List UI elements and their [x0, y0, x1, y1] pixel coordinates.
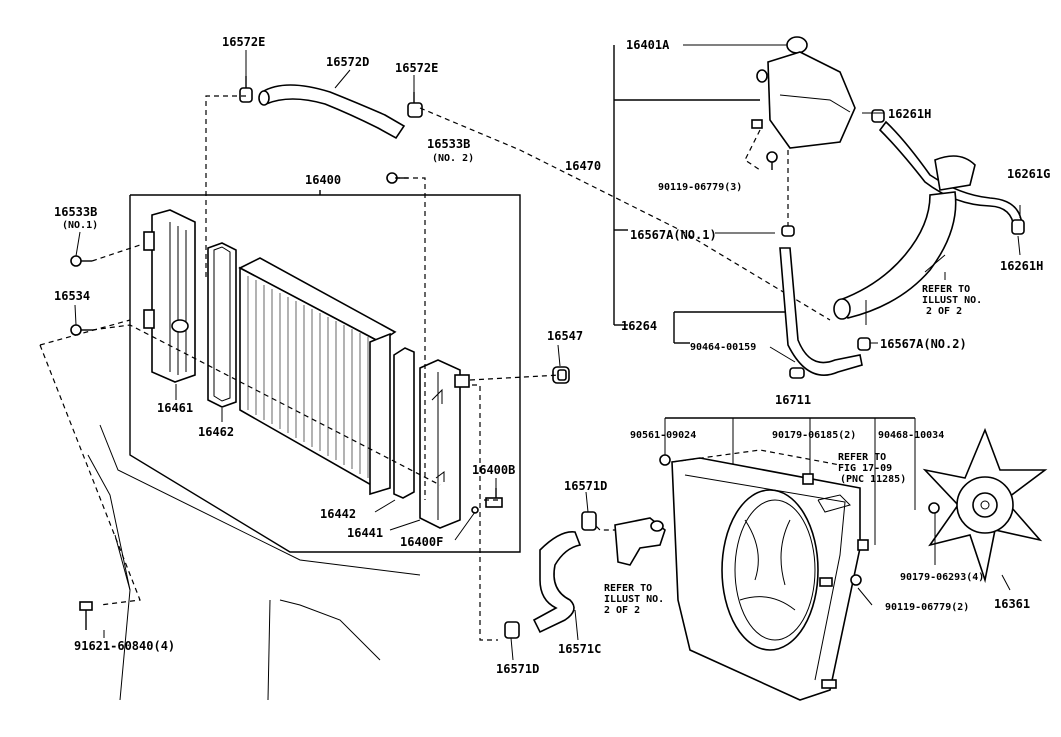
label-refer-c1: REFER TO [838, 452, 886, 463]
label-refer-a2: ILLUST NO. [604, 594, 664, 605]
radiator-core [238, 257, 397, 496]
label-refer-a1: REFER TO [604, 583, 652, 594]
label-16401A: 16401A [626, 38, 670, 52]
bolt-90119-3 [766, 151, 778, 170]
label-16567A-no2: 16567A(NO.2) [880, 337, 967, 351]
fan-shroud-bracket-lines [664, 417, 916, 545]
cooling-fan [922, 427, 1048, 584]
label-refer-c3: (PNC 11285) [840, 474, 906, 485]
bolt-90468 [857, 539, 869, 551]
radiator-gasket-left [207, 242, 237, 408]
nut-90561 [659, 454, 671, 466]
hose-clamp-16572E-right [407, 92, 423, 118]
radiator-gasket-right [393, 347, 415, 499]
label-16462: 16462 [198, 425, 234, 439]
label-16567A-no1: 16567A(NO.1) [630, 228, 717, 242]
hose-clamp-90464 [789, 367, 805, 379]
label-16442: 16442 [320, 507, 356, 521]
water-outlet-fitting [614, 517, 666, 566]
label-90179-4: 90179-06293(4) [900, 572, 984, 583]
hose-clamp-16571D-bottom [504, 621, 520, 639]
reservoir-bracket-lines [613, 44, 796, 363]
label-16261H-right: 16261H [1000, 259, 1043, 273]
label-refer-c2: FIG 17-09 [838, 463, 892, 474]
label-90119-2: 90119-06779(2) [885, 602, 969, 613]
label-16533B-no2-sub: (NO. 2) [432, 153, 474, 164]
dashed-leader-lines [39, 95, 831, 641]
bolt-91621 [79, 601, 93, 630]
label-16264: 16264 [621, 319, 657, 333]
label-16361: 16361 [994, 597, 1030, 611]
label-16400F: 16400F [400, 535, 443, 549]
radiator-right-tank [419, 359, 470, 529]
label-90179-2: 90179-06185(2) [772, 430, 856, 441]
label-16400: 16400 [305, 173, 341, 187]
drain-plug-16400F [471, 506, 479, 514]
hose-clamp-16261H-right [1011, 219, 1025, 235]
label-16400B: 16400B [472, 463, 515, 477]
vehicle-body-outline [87, 424, 421, 701]
radiator-inlet-hose [833, 155, 976, 320]
label-16441: 16441 [347, 526, 383, 540]
label-16261G: 16261G [1007, 167, 1050, 181]
hose-clamp-16567A-no1 [781, 225, 795, 237]
reservoir-tank [751, 36, 856, 149]
label-16534: 16534 [54, 289, 90, 303]
bolt-16534 [70, 324, 92, 336]
label-90119-3: 90119-06779(3) [658, 182, 742, 193]
hose-clamp-16567A-no2 [857, 337, 871, 351]
lower-hose [532, 531, 582, 634]
hose-clamp-16261H-top [871, 109, 885, 123]
bolt-90119-2 [850, 574, 862, 586]
hose-clamp-16571D-top [581, 511, 597, 531]
label-16470: 16470 [565, 159, 601, 173]
drain-cock [485, 488, 503, 508]
label-16533B-no2: 16533B [427, 137, 470, 151]
label-refer-b3: 2 OF 2 [926, 306, 962, 317]
label-90464: 90464-00159 [690, 342, 756, 353]
label-90468: 90468-10034 [878, 430, 944, 441]
fan-shroud [671, 457, 861, 701]
label-16547: 16547 [547, 329, 583, 343]
radiator-assembly-outline [129, 190, 521, 553]
label-16572E-right: 16572E [395, 61, 438, 75]
upper-hose [261, 84, 406, 140]
label-16571C: 16571C [558, 642, 601, 656]
label-refer-a3: 2 OF 2 [604, 605, 640, 616]
label-16571D-bottom: 16571D [496, 662, 539, 676]
bolt-16533B-no1 [70, 255, 92, 267]
reservoir-hose [779, 247, 863, 376]
radiator-left-tank [143, 209, 196, 383]
bolt-90179-2 [802, 473, 814, 485]
part-number-labels: 16572E 16572D 16572E 16533B (NO. 2) 1640… [54, 35, 1050, 676]
label-16533B-no1-sub: (NO.1) [62, 220, 98, 231]
label-refer-b2: ILLUST NO. [922, 295, 982, 306]
hose-clamp-16572E-left [239, 76, 253, 103]
label-16261H-top: 16261H [888, 107, 931, 121]
bolt-90179-4 [928, 502, 940, 514]
label-90561: 90561-09024 [630, 430, 696, 441]
label-91621: 91621-60840(4) [74, 639, 175, 653]
label-16461: 16461 [157, 401, 193, 415]
label-leader-lines [74, 50, 1021, 661]
label-refer-b1: REFER TO [922, 284, 970, 295]
label-16533B-no1: 16533B [54, 205, 97, 219]
label-16572E-left: 16572E [222, 35, 265, 49]
label-16711: 16711 [775, 393, 811, 407]
label-16571D-top: 16571D [564, 479, 607, 493]
label-16572D: 16572D [326, 55, 369, 69]
